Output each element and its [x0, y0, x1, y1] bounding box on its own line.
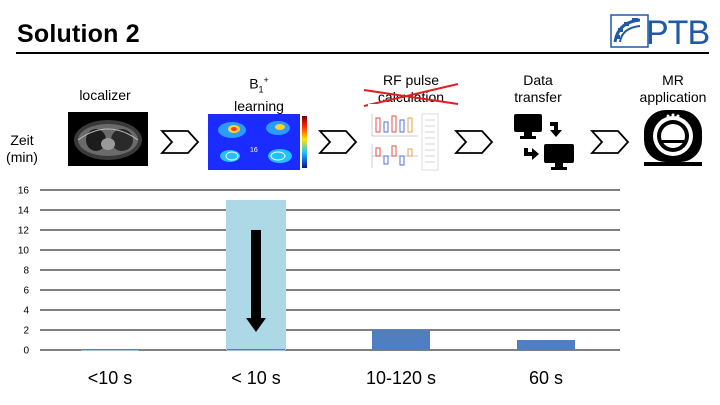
- logo-text: PTB: [646, 14, 710, 52]
- mri-localizer-image: [68, 112, 148, 166]
- step-label-localizer: localizer: [79, 87, 131, 103]
- mr-application-line1: MR: [662, 72, 684, 88]
- bar: [227, 349, 285, 351]
- b1-learning-text: learning: [234, 98, 284, 115]
- b1-subscript: 1: [258, 84, 264, 95]
- step-label-rf-pulse: RF pulse calculation: [356, 72, 466, 107]
- step-label-b1-learning: B1+ learning: [214, 72, 304, 115]
- y-tick-label: 2: [23, 326, 29, 337]
- chevron-right-icon: [160, 130, 200, 154]
- y-tick-label: 4: [23, 306, 29, 317]
- chevron-right-icon: [318, 130, 358, 154]
- y-tick-label: 8: [23, 266, 29, 277]
- mr-scanner-icon: [644, 110, 702, 166]
- chevron-right-icon: [454, 130, 494, 154]
- rf-pulse-plot-image: [368, 104, 440, 176]
- b1-superscript: +: [263, 75, 269, 85]
- bar: [372, 330, 430, 350]
- down-arrow-icon: [246, 318, 266, 332]
- step-label-data-transfer: Data transfer: [500, 72, 576, 106]
- y-axis-title-line1: Zeit: [10, 132, 34, 148]
- bar: [81, 349, 139, 351]
- strike-through-mark: [363, 83, 459, 107]
- y-tick-label: 6: [23, 286, 29, 297]
- title-underline: [16, 52, 709, 54]
- x-category-label: < 10 s: [231, 368, 281, 388]
- y-axis-title: Zeit (min): [2, 132, 42, 166]
- y-axis-title-line2: (min): [6, 149, 38, 165]
- y-tick-label: 16: [18, 186, 30, 197]
- y-tick-label: 0: [23, 346, 29, 357]
- x-category-label: 60 s: [528, 368, 564, 388]
- bar: [517, 340, 575, 350]
- down-arrow-shaft: [251, 230, 261, 318]
- mr-application-line2: application: [639, 89, 707, 105]
- y-tick-label: 12: [18, 226, 30, 237]
- x-category-label: <10 s: [87, 368, 133, 388]
- rf-pulse-line1: RF pulse: [382, 72, 440, 88]
- b1-map-image: 16: [208, 114, 307, 170]
- time-bar-chart: 0 2 4 6 8 10 12 14 16: [18, 186, 620, 357]
- data-transfer-line2: transfer: [514, 89, 562, 105]
- data-transfer-line1: Data: [523, 72, 553, 88]
- slide-title: Solution 2: [17, 20, 140, 48]
- ptb-logo: PTB: [610, 12, 710, 52]
- b1-map-number: 16: [250, 147, 258, 154]
- b1-label: B1+: [249, 75, 269, 95]
- ptb-logo-mark-icon: [610, 14, 649, 48]
- computer-transfer-icon: [514, 114, 574, 170]
- y-tick-label: 10: [18, 246, 30, 257]
- step-label-mr-application: MR application: [630, 72, 716, 106]
- chevron-right-icon: [590, 130, 630, 154]
- y-tick-label: 14: [18, 206, 30, 217]
- x-category-label: 10-120 s: [365, 368, 437, 388]
